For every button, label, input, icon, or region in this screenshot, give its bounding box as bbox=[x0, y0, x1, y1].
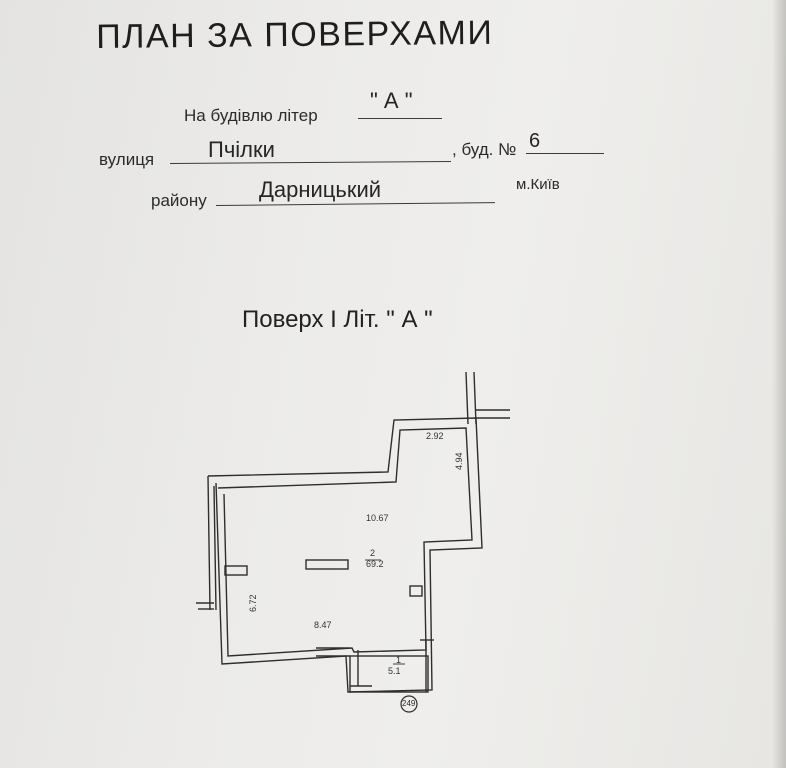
niche-right bbox=[409, 585, 423, 597]
stamp-number: 249 bbox=[402, 699, 416, 708]
dimension-top-width: 2.92 bbox=[426, 431, 444, 441]
room-number: 2 bbox=[370, 548, 376, 558]
central-partition bbox=[305, 559, 349, 570]
city-label: м.Київ bbox=[516, 176, 560, 193]
entrance-room bbox=[349, 655, 429, 693]
dimension-upper-width: 10.67 bbox=[366, 513, 389, 523]
building-letter-value: " А " bbox=[370, 88, 413, 113]
district-value: Дарницький bbox=[259, 177, 382, 202]
window-left bbox=[224, 565, 248, 576]
building-label: На будівлю літер bbox=[184, 106, 318, 125]
dimension-left-height: 6.72 bbox=[248, 594, 258, 612]
stamp-circle bbox=[400, 695, 418, 713]
inner-wall bbox=[217, 427, 473, 657]
district-label: району bbox=[151, 191, 207, 210]
house-underline bbox=[526, 153, 604, 154]
axis-line-vertical bbox=[465, 371, 469, 425]
paper-shadow bbox=[772, 0, 786, 768]
outer-wall bbox=[207, 417, 483, 693]
floor-title: Поверх I Літ. " А " bbox=[242, 306, 433, 333]
plan-walls bbox=[196, 371, 510, 693]
house-label: , буд. № bbox=[452, 140, 517, 159]
building-underline bbox=[358, 118, 442, 119]
room-area: 69.2 bbox=[366, 559, 384, 569]
street-value: Пчілки bbox=[208, 137, 275, 162]
room-area: 5.1 bbox=[388, 666, 401, 676]
room-number: 1 bbox=[396, 655, 402, 665]
dimension-right-height: 4.94 bbox=[454, 452, 464, 470]
dimension-bottom-width: 8.47 bbox=[314, 620, 332, 630]
street-label: вулиця bbox=[99, 150, 155, 169]
house-number-value: 6 bbox=[529, 130, 541, 152]
